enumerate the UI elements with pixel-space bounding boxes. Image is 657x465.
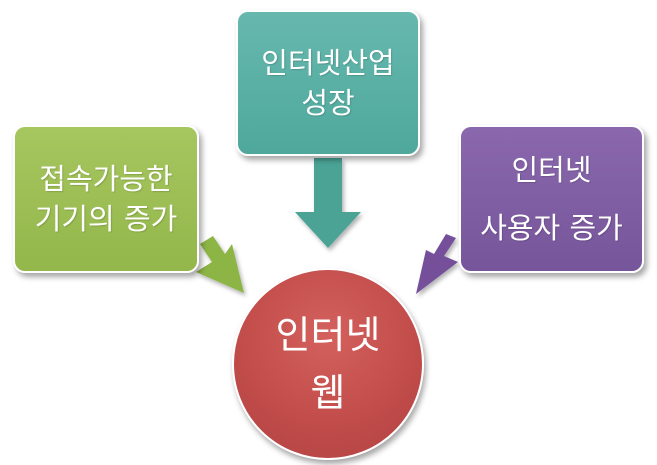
- arrow-top-down: [295, 158, 361, 248]
- node-device-increase-line-2: 기기의 증가: [34, 202, 178, 236]
- node-user-increase-line-1: 인터넷: [511, 153, 592, 187]
- node-industry-growth-line-1: 인터넷산업: [261, 46, 395, 80]
- center-node-line-2: 웹: [310, 371, 346, 415]
- node-industry-growth-line-2: 성장: [301, 86, 355, 120]
- node-device-increase: 접속가능한 기기의 증가: [13, 125, 199, 273]
- arrow-left-diagonal: [196, 236, 244, 293]
- arrow-right-diagonal: [416, 234, 458, 294]
- center-node-internet-web: 인터넷 웹: [232, 268, 424, 460]
- node-device-increase-line-1: 접속가능한: [39, 162, 173, 196]
- node-user-increase-line-2: 사용자 증가: [480, 211, 623, 245]
- node-user-increase: 인터넷 사용자 증가: [459, 125, 644, 273]
- center-node-line-1: 인터넷: [275, 313, 381, 357]
- node-industry-growth: 인터넷산업 성장: [236, 10, 420, 156]
